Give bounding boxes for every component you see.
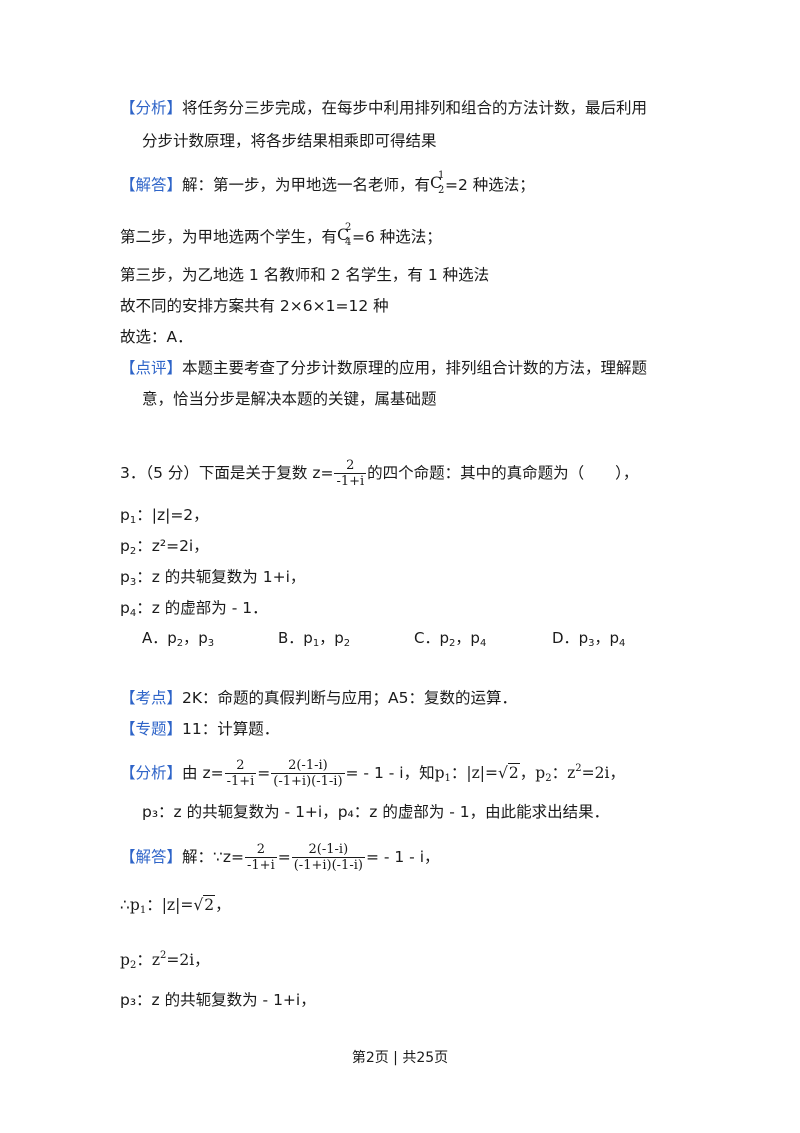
step1-post: =2 种选法； — [445, 176, 535, 194]
q3-zhuanti: 【专题】11：计算题． — [120, 720, 280, 738]
q3-p4: p4：z 的虚部为 - 1． — [120, 599, 268, 619]
q3-analysis-line1: 【分析】由 z=2-1+i=2(-1-i)(-1+i)(-1-i)= - 1 -… — [120, 758, 625, 789]
analysis-text: 将任务分三步完成，在每步中利用排列和组合的方法计数，最后利用 — [182, 99, 648, 117]
step1-pre: 解：第一步，为甲地选一名老师，有 — [182, 176, 431, 194]
solution-tag: 【解答】 — [120, 176, 183, 194]
option-c: C．p2，p4 — [414, 629, 487, 649]
q3-p2-line: p2：z2=2i， — [120, 950, 210, 971]
analysis-tag: 【分析】 — [120, 99, 183, 117]
q2-analysis-line2: 分步计数原理，将各步结果相乘即可得结果 — [142, 132, 437, 150]
sqrt-2: √2 — [498, 763, 520, 782]
q2-choice: 故选：A． — [120, 328, 193, 346]
option-d: D．p3，p4 — [552, 629, 626, 649]
q3-analysis-line2: p₃：z 的共轭复数为 - 1+i，p₄：z 的虚部为 - 1，由此能求出结果． — [142, 803, 610, 821]
q3-p2: p2：z²=2i， — [120, 537, 209, 557]
q3-kaodian: 【考点】2K：命题的真假判断与应用；A5：复数的运算． — [120, 689, 518, 707]
solution-tag: 【解答】 — [120, 848, 183, 866]
fraction-2-over-minus1-plus-i: 2-1+i — [224, 758, 257, 789]
analysis-tag: 【分析】 — [120, 764, 183, 782]
option-b: B．p1，p2 — [278, 629, 351, 649]
fraction-rationalized: 2(-1-i)(-1+i)(-1-i) — [271, 758, 345, 789]
kaodian-tag: 【考点】 — [120, 689, 183, 707]
q2-analysis-line1: 【分析】将任务分三步完成，在每步中利用排列和组合的方法计数，最后利用 — [120, 98, 647, 118]
q3-p3-line: p₃：z 的共轭复数为 - 1+i， — [120, 991, 316, 1009]
q3-p3: p3：z 的共轭复数为 1+i， — [120, 568, 306, 588]
q2-step3: 第三步，为乙地选 1 名教师和 2 名学生，有 1 种选法 — [120, 266, 490, 284]
q2-comment-line1: 【点评】本题主要考查了分步计数原理的应用，排列组合计数的方法，理解题 — [120, 359, 648, 377]
q3-solution-line1: 【解答】解：∵z=2-1+i=2(-1-i)(-1+i)(-1-i)= - 1 … — [120, 842, 440, 873]
page-footer: 第2页 | 共25页 — [351, 1050, 449, 1066]
comment-tag: 【点评】 — [120, 359, 183, 377]
q2-comment-line2: 意，恰当分步是解决本题的关键，属基础题 — [142, 390, 437, 408]
fraction-2-over-minus1-plus-i: 2-1+i — [245, 842, 277, 873]
q3-therefore-p1: ∴p1：|z|=√2， — [120, 895, 231, 916]
option-a: A．p2，p3 — [142, 629, 215, 649]
q2-total: 故不同的安排方案共有 2×6×1=12 种 — [120, 297, 389, 315]
sqrt-2: √2 — [193, 895, 216, 914]
zhuanti-tag: 【专题】 — [120, 720, 183, 738]
fraction-rationalized: 2(-1-i)(-1+i)(-1-i) — [291, 842, 365, 873]
q3-p1: p1：|z|=2， — [120, 506, 209, 526]
fraction-2-over-minus1-plus-i: 2-1+i — [334, 458, 367, 489]
